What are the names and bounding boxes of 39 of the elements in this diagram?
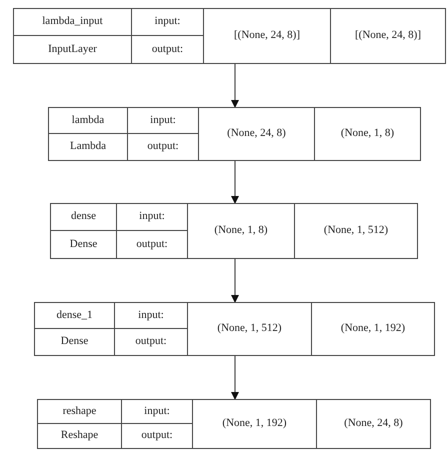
table-cell: InputLayer: [14, 36, 132, 63]
table-cell: (None, 24, 8): [199, 108, 315, 160]
table-cell: Lambda: [49, 134, 128, 160]
table-cell: Dense: [35, 329, 115, 355]
table-cell: output:: [132, 36, 204, 63]
table-cell: [(None, 24, 8)]: [204, 9, 331, 63]
arrow: [231, 259, 239, 303]
table-cell: reshape: [38, 400, 122, 424]
table-cell: lambda: [49, 108, 128, 134]
table-cell: output:: [128, 134, 199, 160]
table-cell: input:: [122, 400, 193, 424]
table-cell: output:: [117, 231, 188, 258]
table-cell: (None, 1, 8): [188, 204, 295, 258]
table-cell: dense_1: [35, 303, 115, 329]
table-cell: input:: [128, 108, 199, 134]
layer-record-box: [34, 302, 435, 356]
table-cell: (None, 1, 192): [193, 400, 317, 448]
table-cell-text: (None, 1, 192): [340, 321, 406, 336]
arrow: [231, 161, 239, 204]
table-cell-text: [(None, 24, 8)]: [354, 28, 422, 44]
table-cell: input:: [132, 9, 204, 36]
layer-record-box: [13, 8, 446, 64]
arrow: [231, 356, 239, 400]
table-cell-text: (None, 24, 8): [343, 416, 404, 432]
table-cell: input:: [115, 303, 188, 329]
arrow: [231, 64, 239, 108]
table-cell: input:: [117, 204, 188, 231]
table-cell: (None, 1, 512): [188, 303, 312, 355]
layer-record-box: [50, 203, 418, 259]
layer-record-box: [48, 107, 421, 161]
layer-record-box: [37, 399, 431, 449]
table-cell-text: (None, 1, 8): [340, 126, 396, 142]
table-cell: output:: [122, 424, 193, 448]
table-cell: output:: [115, 329, 188, 355]
table-cell-text: (None, 1, 512): [322, 223, 390, 238]
table-cell: Dense: [51, 231, 117, 258]
table-cell: dense: [51, 204, 117, 231]
table-cell: lambda_input: [14, 9, 132, 36]
table-cell: Reshape: [38, 424, 122, 448]
